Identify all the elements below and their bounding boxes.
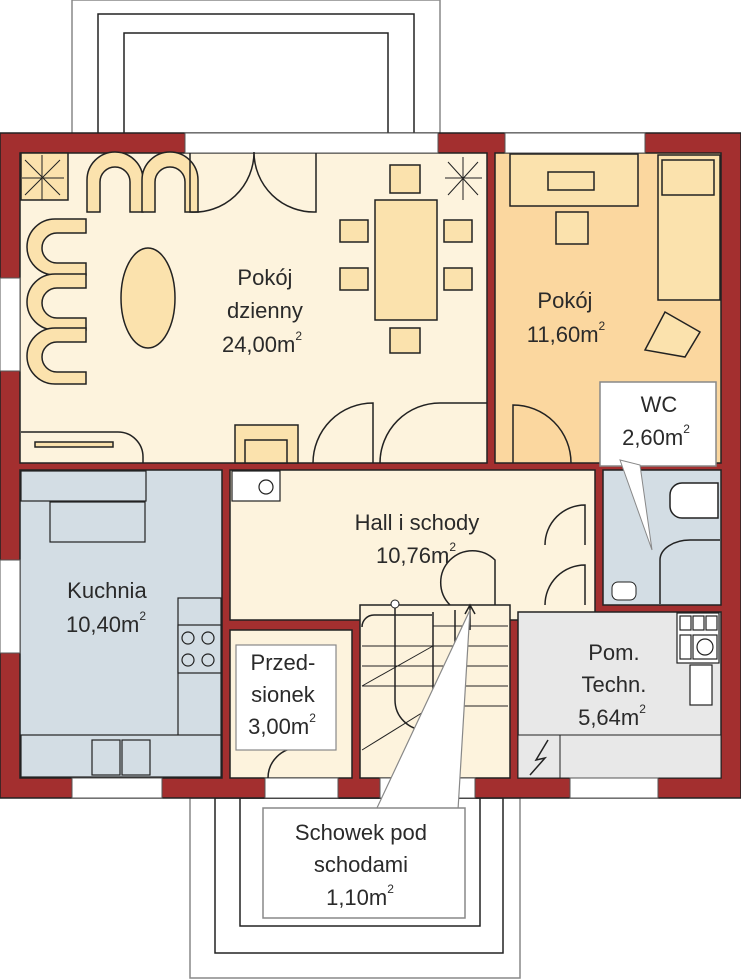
room-label-kitchen: Kuchnia 10,40m2 — [66, 578, 153, 637]
room-label-room: Pokój 11,60m2 — [527, 288, 606, 347]
room-label-wc: WC 2,60m2 — [622, 392, 690, 450]
balcony-top — [71, 0, 441, 136]
plant-icon — [445, 157, 482, 200]
plant-icon — [22, 155, 64, 200]
room-label-storage: Schowek pod schodami 1,10m2 — [295, 820, 433, 910]
room-furniture — [509, 153, 721, 464]
living-room-furniture — [20, 151, 487, 464]
room-label-living: Pokój dzienny 24,00m2 — [222, 265, 309, 357]
room-label-hall: Hall i schody 10,76m2 — [355, 510, 486, 568]
wc-fixtures — [544, 381, 720, 606]
electric-icon — [529, 739, 549, 776]
room-label-vestibule: Przed- sionek 3,00m2 — [248, 650, 321, 739]
room-label-tech: Pom. Techn. 5,64m2 — [578, 640, 652, 730]
tech-fixtures — [676, 612, 720, 706]
kitchen-furniture — [20, 470, 281, 779]
storage-callout — [235, 609, 471, 919]
